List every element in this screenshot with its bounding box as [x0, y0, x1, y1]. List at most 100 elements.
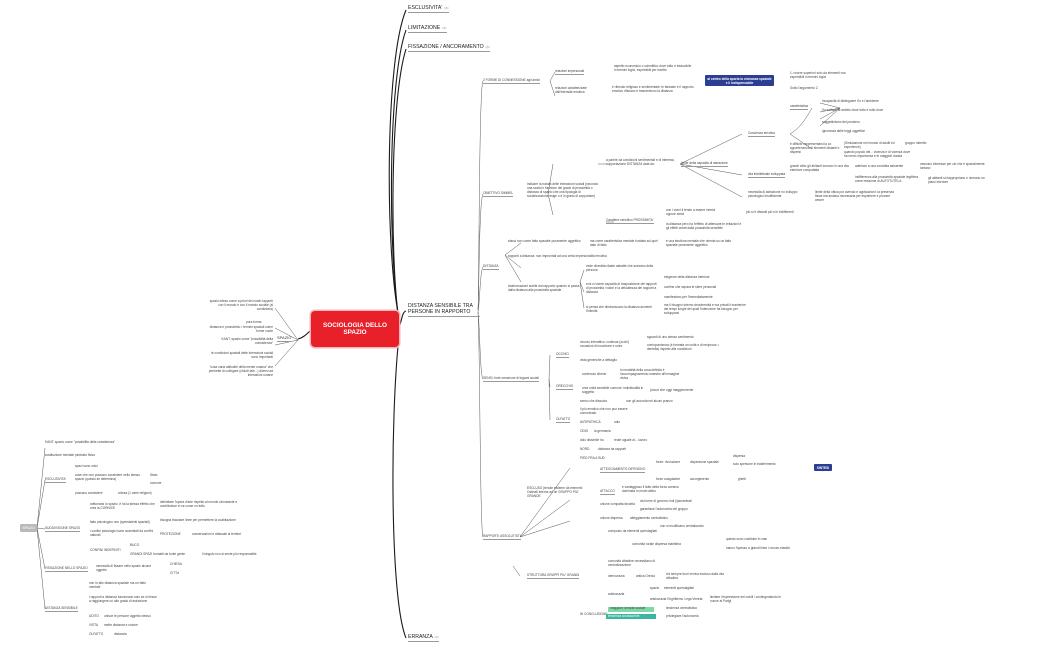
- spazio-item-3: distanza e prossimità = termini spaziali…: [209, 325, 273, 333]
- collapse-icon[interactable]: ◁○: [443, 6, 449, 10]
- summary-aut: sostituzione mentale piuttosto fisico: [45, 453, 96, 457]
- branch-distanza-sensibile[interactable]: DISTANZA SENSIBILE TRA PERSONE IN RAPPOR…: [408, 303, 480, 317]
- summary-suddivisione[interactable]: SUDDIVISIONE SPAZIO: [45, 526, 81, 533]
- branch-esclusivita[interactable]: ESCLUSIVITA' ◁○: [408, 5, 449, 13]
- summary-sud-d2: GRANDI SPAZI formatti da fonte gente: [130, 552, 186, 556]
- branch-fissazione[interactable]: FISSAZIONE / ANCORAMENTO ◁○: [408, 44, 491, 52]
- node-str-b: comunità cittadine necessitano di centra…: [608, 559, 655, 567]
- summary-sud-b1: bisogna tracciare linee per permettere l…: [160, 518, 236, 522]
- node-str-a2: comunità rurale dispersa marittima: [632, 542, 681, 546]
- summary-distanza[interactable]: DISTANZA SENSIBILE: [45, 606, 78, 613]
- node-distanza-a3: è una struttura mentale che orienta su u…: [666, 239, 732, 247]
- node-vita-b2: gli abitanti si riappropriano e ricreano…: [928, 176, 985, 184]
- summary-fis-a: necessità di fissare nello spazio alcune…: [96, 564, 152, 572]
- node-atteggiamento-difensivo[interactable]: ATTEGGIAMENTO DIFENSIVO: [600, 467, 646, 474]
- summary-dis-e1: distanzia: [114, 632, 127, 636]
- node-str-a3: questo sono costituire in vasi: [726, 537, 767, 541]
- summary-dis-c: UDITO: [89, 614, 99, 618]
- node-att-c: è vantaggioso il fatto della forza coesi…: [622, 485, 679, 493]
- olfatto-item-5: dolo dissimile ha: [580, 438, 604, 442]
- node-limite-astrazione[interactable]: limite della capacità di astrazione: [681, 161, 728, 168]
- node-att-b2: ghetti: [738, 477, 746, 481]
- badge-summary[interactable]: SINTESI: [814, 464, 832, 471]
- node-popoli: quando popolo del... vicenza e di vicenz…: [844, 150, 911, 158]
- node-occhio-a: vincolo interattivo: continua (occhi) oc…: [580, 340, 629, 348]
- node-conc-b: tendenza ad assorbire: [608, 614, 640, 618]
- node-att-b1: accorgimento: [690, 477, 710, 481]
- olfatto-item-1: senso che dissocia: [580, 399, 607, 403]
- node-orecchio[interactable]: ORECCHIO: [556, 384, 574, 391]
- summary-esclusivita[interactable]: ESCLUSIVITA': [45, 477, 67, 484]
- node-ari-a1: elementi spersiagliati: [664, 586, 694, 590]
- node-vita-intellettuale[interactable]: vita intellettuale sviluppata: [748, 172, 786, 179]
- node-difficile-a: (Simulazione nel mondo di adulti ed espe…: [844, 141, 895, 149]
- node-carattere-sensitivo[interactable]: Carattere sensitivo PROSSIMITA': [606, 218, 654, 225]
- caratteristica-item-3: soggettivismo del pensiero: [822, 120, 860, 124]
- node-sensi[interactable]: SENSI: forte creazione di legami sociali: [483, 376, 539, 383]
- summary-sud-a: rafforzarsi lo spazio, è ha la stessa ef…: [90, 502, 155, 510]
- summary-sud-d1: BUCO: [130, 543, 140, 547]
- node-relazioni-emotive[interactable]: relazioni caratterizzate dall'intensità …: [555, 86, 587, 94]
- node-distanza-c2b: confine che separa le sfere personali: [664, 285, 717, 289]
- olfatto-item-4a: la germania: [594, 429, 611, 433]
- node-obiettivo-simmel[interactable]: OBIETTIVO SIMMEL: [483, 191, 514, 198]
- node-a-partire: a partire da condizioni sentimentali e d…: [606, 158, 675, 166]
- callout-vicinanza[interactable]: al centro della sporta la vicinanza spaz…: [705, 75, 774, 86]
- summary-fis-c: CITTà: [170, 571, 179, 575]
- olfatto-item-6: NORD: [580, 447, 590, 451]
- node-distanza-a2: ma come caratteristica mentale fondata s…: [590, 239, 658, 247]
- branch-spazio[interactable]: SPAZIO: [277, 335, 292, 343]
- node-distanza-a: sfasci non come fatto spaziale puramente…: [508, 239, 581, 243]
- node-coscienza-emotiva[interactable]: Coscienza emotiva: [748, 131, 775, 138]
- olfatto-item-4: ODIO: [580, 429, 589, 433]
- node-forme-connessione[interactable]: 2 FORME DI CONNESSIONE agli amici: [483, 78, 540, 85]
- summary-dis-a: non in alto distanza spaziale ma un fatt…: [89, 581, 146, 589]
- node-relazioni-impersonali[interactable]: relazioni impersonali: [555, 69, 585, 76]
- summary-sud-c1: PROTEZIONE: [160, 532, 181, 536]
- node-ari-a: spazio: [650, 586, 660, 590]
- summary-sud-c2: conservazioni e attaccati ai territori: [192, 532, 242, 536]
- node-struttura[interactable]: STRUTTURA GRUPPI PIU' GRANDI: [527, 573, 580, 580]
- node-rapporti-assolutisti[interactable]: RAPPORTI ASSOLUTISTI: [483, 534, 521, 541]
- summary-excl-c1: chiesa (1 varie religioni): [118, 491, 152, 495]
- node-un-a: da forme di governo indi (i)accentrati: [640, 499, 692, 503]
- node-vita-a2: aderisce a una condotta astraente: [855, 164, 904, 168]
- node-astrazione-a: limite della ottica pur avendo e applica…: [815, 190, 894, 202]
- node-distanza-c2: eroi ci vicere capacità di trasposizione…: [586, 282, 657, 294]
- node-caratteristica[interactable]: caratteristica: [790, 104, 809, 111]
- olfatto-item-3a: odio: [614, 420, 621, 424]
- node-attacco[interactable]: ATTACCO: [600, 489, 615, 496]
- node-conc-a: maggiore densità sociale: [610, 606, 646, 610]
- node-difficile: è difficile rappresentarsi la co apparte…: [790, 142, 840, 154]
- node-vita-b: indifferenza alla prossimità spaziale le…: [855, 175, 919, 183]
- summary-sud-d: CONFINI INDEFINITI: [90, 548, 121, 552]
- branch-limitazione[interactable]: LIMITAZIONE ◁○: [408, 25, 447, 33]
- node-ari-b: aristocrazia l'Inghilterra: Lega Veneta: [650, 597, 703, 601]
- node-olfatto[interactable]: OLFATTO: [556, 417, 571, 424]
- root-node[interactable]: SOCIOLOGIA DELLO SPAZIO: [311, 311, 399, 347]
- summary-fis-b: CHIESA: [170, 562, 182, 566]
- node-aristocrazia: aristocrazia: [608, 592, 625, 596]
- collapse-icon[interactable]: ◁○: [485, 45, 491, 49]
- callout-point-2: Sotto l'argomento 2.: [790, 86, 819, 90]
- node-str-a: composto da elementi spersiagliati: [608, 529, 657, 533]
- olfatto-item-6a: distanza ha rapporti: [598, 447, 626, 451]
- summary-excl-b: cose che non possono coesistere nello st…: [75, 473, 141, 481]
- branch-erranza[interactable]: ERRANZA ◁○: [408, 634, 439, 642]
- node-car-a: con i vicini ti tende a essere nemici op…: [666, 208, 716, 216]
- node-att-b: forze coagulative: [656, 477, 681, 481]
- node-distanza-c: trasformazioni subite dal rapporto quand…: [508, 284, 580, 292]
- node-distanza-c2a: esigenze della distanza interiore: [664, 275, 710, 279]
- node-un-c: atteggiamento centralistico: [630, 516, 668, 520]
- summary-dis-d: VISTA: [89, 623, 98, 627]
- node-relazioni-emotive-text: è ritenuto religioso e sentimentale: le …: [612, 85, 694, 93]
- node-occhio[interactable]: OCCHIO: [556, 352, 569, 359]
- node-relazioni-impersonali-text: aspetto economico o scientifico dove tut…: [614, 64, 692, 72]
- collapse-icon[interactable]: ◁○: [441, 26, 447, 30]
- summary-root-badge[interactable]: SPAZIO: [20, 524, 37, 532]
- summary-fissazione[interactable]: FISSAZIONE NELLO SPAZIO: [45, 566, 88, 573]
- node-str-a1: non si modificano centralizzato: [660, 524, 704, 528]
- summary-excl-c: possono coesistere: [75, 491, 103, 495]
- collapse-icon[interactable]: ◁○: [433, 635, 439, 639]
- node-distanza[interactable]: DISTANZA: [483, 264, 499, 271]
